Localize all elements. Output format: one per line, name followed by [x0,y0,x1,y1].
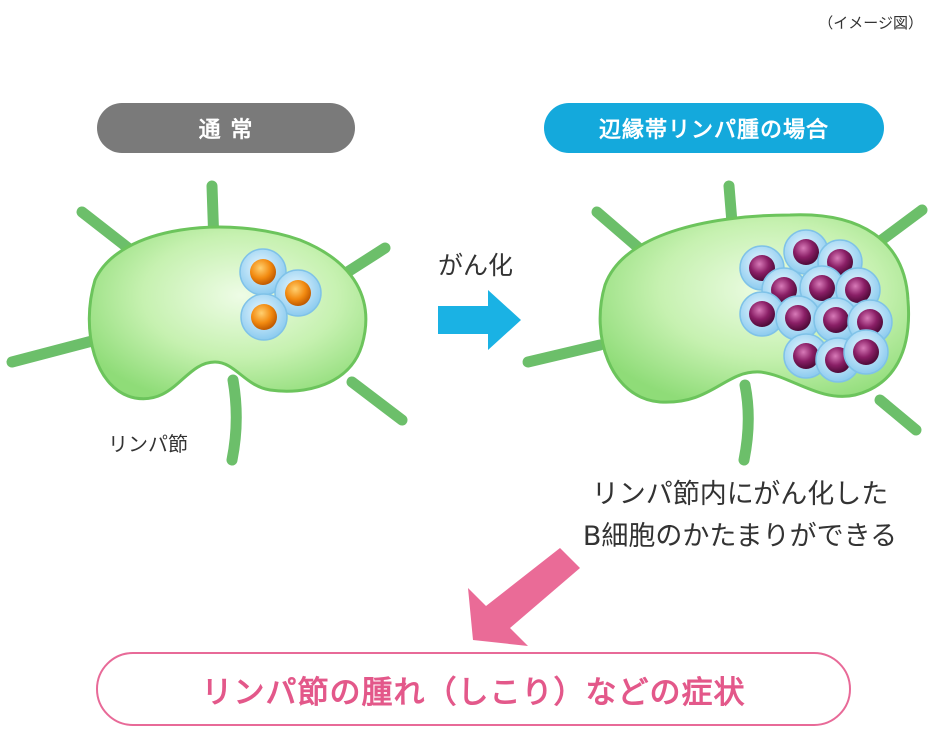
lymphoma-lymph-node [522,180,928,466]
description-line-2: B細胞のかたまりができる [582,521,898,552]
description-line-1: リンパ節内にがん化した [591,479,889,510]
symptom-arrow [468,548,580,646]
symptom-result-box: リンパ節の腫れ（しこり）などの症状 [96,652,851,726]
normal-b-cell-cluster [239,248,322,341]
transition-label: がん化 [438,251,514,280]
cancer-transition-arrow [438,290,521,350]
lymphoma-description: リンパ節内にがん化した B細胞のかたまりができる [560,474,920,558]
lymphoma-cell-cluster [739,229,893,383]
normal-lymph-node [6,180,408,466]
lymphoma-title-badge: 辺縁帯リンパ腫の場合 [544,103,884,153]
symptom-text: リンパ節の腫れ（しこり）などの症状 [201,674,746,711]
image-caption: （イメージ図） [818,14,923,32]
normal-title: 通 常 [198,118,254,143]
lymph-node-label: リンパ節 [108,432,188,456]
normal-title-badge: 通 常 [97,103,355,153]
lymph-node-body-left [87,225,368,401]
lymphoma-title: 辺縁帯リンパ腫の場合 [598,118,829,143]
